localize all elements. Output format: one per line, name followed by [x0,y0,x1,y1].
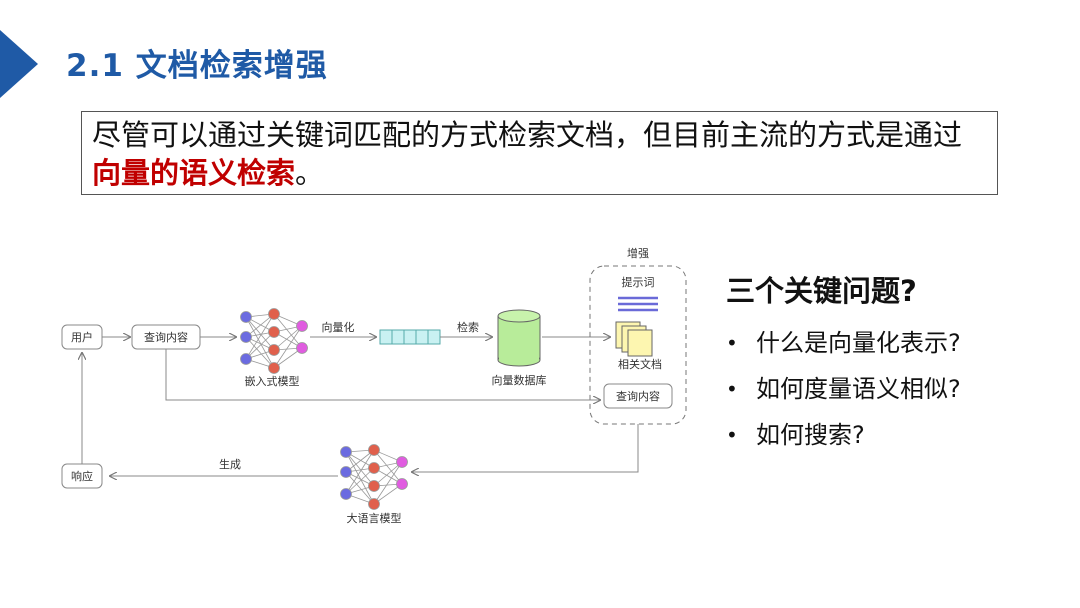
question-text: 如何搜索? [756,421,865,449]
prompt-icon [618,296,658,312]
vectorize-label: 向量化 [322,320,355,334]
bullet-icon: • [726,377,738,401]
prompt-label: 提示词 [622,276,655,289]
user-label: 用户 [71,330,93,344]
question-item: • 如何搜索? [726,412,961,458]
rag-flow-diagram: 用户 查询内容 嵌入式模型 向量化 检索 向量数据库 增强 提示词 [61,246,687,525]
response-label: 响应 [71,469,93,483]
query-label: 查询内容 [144,330,188,344]
slide-marker-triangle [0,30,38,98]
question-item: • 如何度量语义相似? [726,366,961,412]
retrieve-label: 检索 [457,320,479,334]
callout-text: 尽管可以通过关键词匹配的方式检索文档，但目前主流的方式是通过 [92,118,963,152]
key-questions-list: • 什么是向量化表示? • 如何度量语义相似? • 如何搜索? [726,320,961,458]
vector-db-label: 向量数据库 [492,373,547,387]
query-node-2: 查询内容 [603,383,673,409]
vector-db-icon [497,309,541,367]
response-node: 响应 [61,463,103,489]
callout-highlight: 向量的语义检索 [92,156,296,190]
documents-icon [615,321,653,357]
vector-cells [379,329,441,345]
llm-label: 大语言模型 [347,511,402,525]
callout-box: 尽管可以通过关键词匹配的方式检索文档，但目前主流的方式是通过向量的语义检索。 [81,111,998,195]
question-item: • 什么是向量化表示? [726,320,961,366]
question-text: 什么是向量化表示? [756,329,961,357]
query-bypass-arrow [165,349,600,400]
callout-suffix: 。 [295,156,325,190]
bullet-icon: • [726,423,738,447]
bullet-icon: • [726,331,738,355]
augment-to-llm-arrow [412,424,639,472]
slide-title: 2.1 文档检索增强 [66,48,328,84]
related-docs-label: 相关文档 [618,357,662,371]
user-node: 用户 [61,324,103,350]
question-text: 如何度量语义相似? [756,375,961,403]
query-node: 查询内容 [131,324,201,350]
llm-net [340,444,408,510]
augment-container [589,265,687,425]
embedding-model-net [240,308,308,374]
generate-label: 生成 [219,457,241,471]
embedding-model-label: 嵌入式模型 [245,374,300,388]
query-label-2: 查询内容 [616,389,660,403]
key-questions-title: 三个关键问题? [726,274,917,308]
augment-label: 增强 [627,246,649,260]
